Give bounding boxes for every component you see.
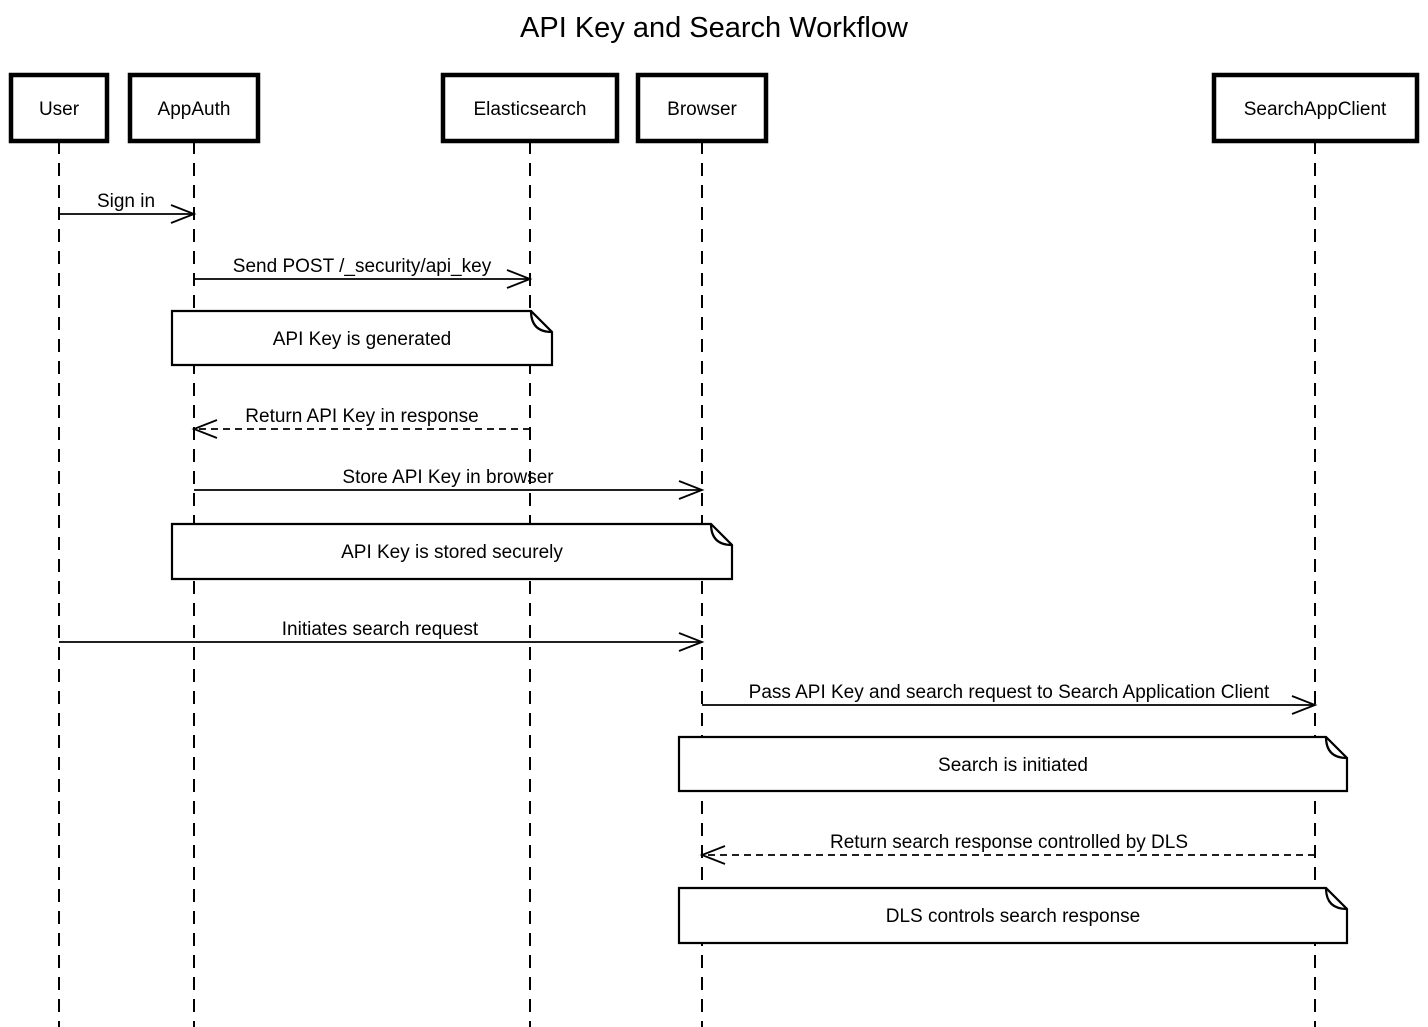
- message-label: Pass API Key and search request to Searc…: [749, 682, 1270, 703]
- message-store-api-key: Store API Key in browser: [194, 467, 705, 500]
- participant-box-elasticsearch: [440, 72, 620, 144]
- note-fold-corner: [709, 523, 733, 547]
- arrowhead-right: [170, 204, 197, 224]
- message-send-post-api-key: Send POST /_security/api_key: [194, 256, 533, 289]
- note-fold-corner: [1324, 887, 1348, 911]
- note-api-key-generated: API Key is generated: [170, 309, 554, 367]
- message-return-api-key: Return API Key in response: [191, 406, 530, 439]
- message-label: Initiates search request: [282, 619, 479, 640]
- participant-label-user: User: [39, 99, 80, 120]
- note-fold-corner: [529, 310, 553, 334]
- participant-box-appauth: [127, 72, 261, 144]
- note-label: DLS controls search response: [886, 906, 1141, 927]
- participant-user: User: [8, 72, 110, 144]
- message-pass-api-key-search-request: Pass API Key and search request to Searc…: [702, 682, 1318, 715]
- participant-label-elasticsearch: Elasticsearch: [474, 99, 587, 120]
- participant-box-browser: [635, 72, 769, 144]
- arrowhead-right: [1291, 695, 1318, 715]
- message-return-search-response: Return search response controlled by DLS: [699, 832, 1315, 865]
- participant-label-searchappclient: SearchAppClient: [1244, 99, 1387, 120]
- note-shape: [677, 735, 1349, 793]
- note-label: Search is initiated: [938, 755, 1088, 776]
- participant-box-searchappclient: [1211, 72, 1420, 144]
- note-shape: [170, 309, 554, 367]
- participant-label-appauth: AppAuth: [158, 99, 231, 120]
- participant-label-browser: Browser: [667, 99, 737, 120]
- participant-box-user: [8, 72, 110, 144]
- note-api-key-stored-securely: API Key is stored securely: [170, 522, 734, 581]
- participant-browser: Browser: [635, 72, 769, 144]
- participant-elasticsearch: Elasticsearch: [440, 72, 620, 144]
- note-label: API Key is stored securely: [341, 542, 563, 563]
- arrowhead-right: [678, 632, 705, 652]
- message-initiates-search-request: Initiates search request: [59, 619, 705, 652]
- note-fold-corner: [1324, 736, 1348, 760]
- message-label: Store API Key in browser: [342, 467, 554, 488]
- message-label: Return search response controlled by DLS: [830, 832, 1188, 853]
- note-dls-controls-search-response: DLS controls search response: [677, 886, 1349, 945]
- message-label: Send POST /_security/api_key: [233, 256, 492, 277]
- participant-appauth: AppAuth: [127, 72, 261, 144]
- message-sign-in: Sign in: [59, 191, 197, 224]
- note-search-is-initiated: Search is initiated: [677, 735, 1349, 793]
- diagram-title: API Key and Search Workflow: [520, 12, 909, 44]
- arrowhead-right: [506, 269, 533, 289]
- arrowhead-right: [678, 480, 705, 500]
- arrowhead-left: [191, 419, 218, 439]
- note-label: API Key is generated: [273, 329, 452, 350]
- message-label: Sign in: [97, 191, 155, 212]
- participant-searchappclient: SearchAppClient: [1211, 72, 1420, 144]
- arrowhead-left: [699, 845, 726, 865]
- message-label: Return API Key in response: [245, 406, 478, 427]
- note-shape: [170, 522, 734, 581]
- note-shape: [677, 886, 1349, 945]
